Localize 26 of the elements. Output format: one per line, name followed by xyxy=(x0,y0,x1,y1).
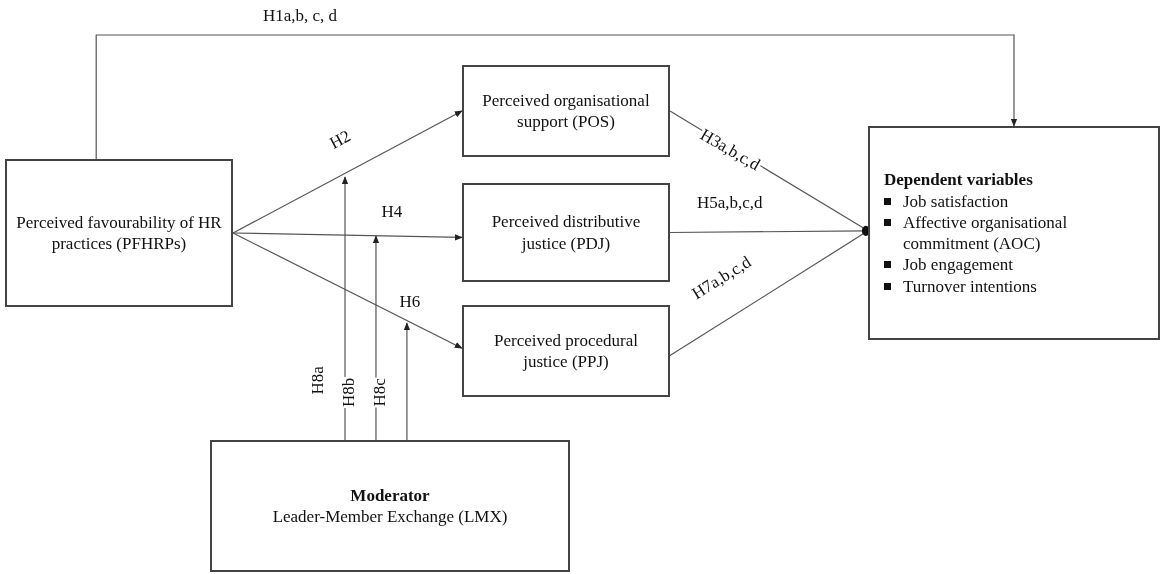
arrow xyxy=(232,232,463,349)
box-label: Perceived favourability of HR practices (PFHRPs) xyxy=(15,211,223,255)
box-label: Leader-Member Exchange (LMX) xyxy=(272,506,508,528)
box-heading: Dependent variables xyxy=(884,169,1033,191)
list-item: Job satisfaction xyxy=(903,190,1009,212)
moderation-arrow xyxy=(403,322,411,441)
box-label: Perceived distributive justice (PDJ) xyxy=(490,211,642,254)
outcome-box xyxy=(868,126,1160,340)
moderator-box xyxy=(210,440,570,572)
construct-box xyxy=(5,159,233,307)
list-item: Affective organisational commitment (AOC) xyxy=(903,211,1069,255)
box-label: Perceived organisational support (POS) xyxy=(481,89,651,133)
box-heading: Moderator xyxy=(350,484,430,506)
mediator-box xyxy=(462,65,670,157)
arrow xyxy=(95,34,1018,160)
arrow xyxy=(232,110,463,234)
edge-label: H1a,b, c, d xyxy=(262,6,339,26)
mediator-box xyxy=(462,305,670,397)
mediator-box xyxy=(462,183,670,282)
moderation-arrow xyxy=(341,176,349,441)
list-item: Turnover intentions xyxy=(903,275,1037,297)
box-label: Perceived procedural justice (PPJ) xyxy=(493,329,639,373)
connector-line xyxy=(669,228,870,357)
edge-label: H5a,b,c,d xyxy=(696,193,764,213)
list-item: Job engagement xyxy=(903,254,1013,276)
arrow xyxy=(232,232,463,241)
